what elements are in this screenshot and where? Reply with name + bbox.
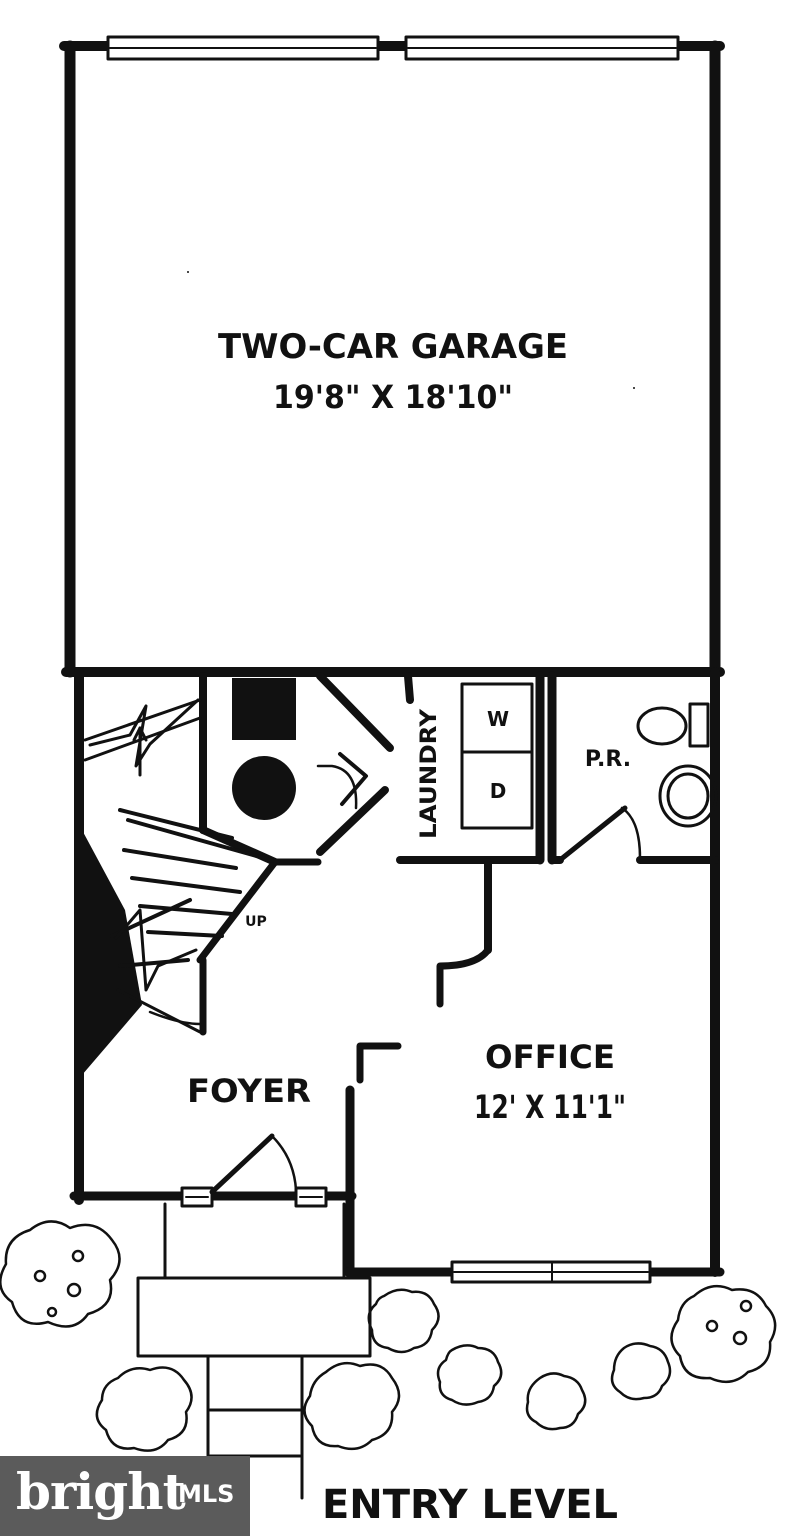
front-door <box>180 1133 328 1208</box>
dryer-label: D <box>490 779 507 803</box>
utility-block <box>232 678 296 740</box>
shrub <box>436 1344 503 1406</box>
under-stair-storage <box>82 830 142 1075</box>
garage-name: TWO-CAR GARAGE <box>218 327 568 367</box>
office-name: OFFICE <box>485 1038 615 1076</box>
landscaping <box>0 1220 777 1452</box>
shrub <box>95 1366 193 1452</box>
washer-dryer <box>460 682 534 830</box>
garage-size: 19'8" X 18'10" <box>273 378 513 416</box>
watermark-suffix: MLS <box>178 1480 235 1508</box>
shrub <box>670 1284 777 1384</box>
laundry-name: LAUNDRY <box>417 708 442 839</box>
water-heater <box>232 756 296 820</box>
shrub <box>0 1220 121 1328</box>
level-title: ENTRY LEVEL <box>322 1482 618 1528</box>
shrub <box>367 1288 440 1354</box>
powder-room-name: P.R. <box>585 747 631 772</box>
foyer-name: FOYER <box>187 1072 311 1110</box>
garage-walls <box>59 40 725 678</box>
watermark-logo: bright MLS <box>0 1456 250 1536</box>
shrub <box>610 1342 672 1401</box>
mechanical-closet <box>232 678 368 820</box>
garage-door <box>106 35 680 61</box>
shrub <box>303 1361 401 1451</box>
exterior-walls <box>69 667 725 1279</box>
watermark-brand: bright <box>16 1462 186 1521</box>
washer-label: W <box>487 707 509 731</box>
stair-up-label: UP <box>245 914 267 930</box>
interior-walls <box>196 671 719 1201</box>
shrub <box>525 1372 587 1431</box>
stairs <box>83 698 280 1034</box>
office-window <box>450 1260 652 1284</box>
office-size: 12' X 11'1" <box>474 1088 626 1126</box>
powder-room-fixtures <box>636 702 718 828</box>
front-walkway <box>136 1202 372 1500</box>
